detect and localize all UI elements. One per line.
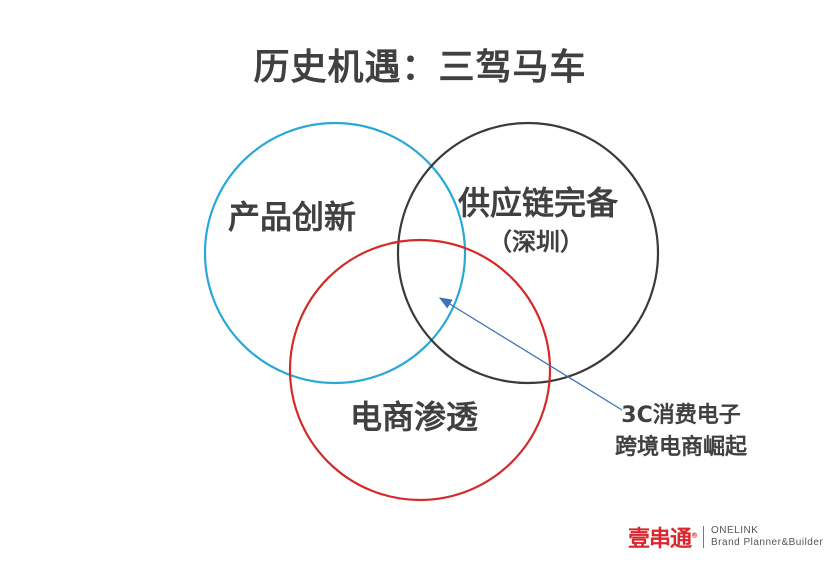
product-innovation-label: 产品创新: [228, 198, 357, 236]
ecommerce-circle: [288, 238, 552, 502]
annotation-text: 3C消费电子 跨境电商崛起: [596, 400, 766, 464]
brand-divider: [703, 526, 705, 548]
supply-chain-sublabel: （深圳）: [488, 228, 584, 256]
brand-text: ONELINK Brand Planner&Builder: [711, 525, 823, 549]
brand-tagline: Brand Planner&Builder: [711, 537, 824, 548]
brand-logo: 壹串通®: [628, 521, 698, 553]
product-circle: [203, 121, 467, 385]
supply-circle: [396, 121, 660, 385]
annotation-line-2: 跨境电商崛起: [614, 435, 747, 460]
supply-chain-label: 供应链完备: [458, 184, 619, 222]
annotation-arrow: [438, 297, 623, 411]
registered-mark: ®: [691, 531, 698, 540]
brand-name: ONELINK: [711, 525, 759, 536]
ecommerce-penetration-label: 电商渗透: [350, 398, 479, 436]
slide-title: 历史机遇：三驾马车: [253, 47, 587, 88]
brand-footer: 壹串通® ONELINK Brand Planner&Builder: [628, 521, 823, 553]
annotation-line-1: 3C消费电子: [621, 403, 741, 428]
brand-logo-text: 壹串通: [628, 527, 692, 552]
